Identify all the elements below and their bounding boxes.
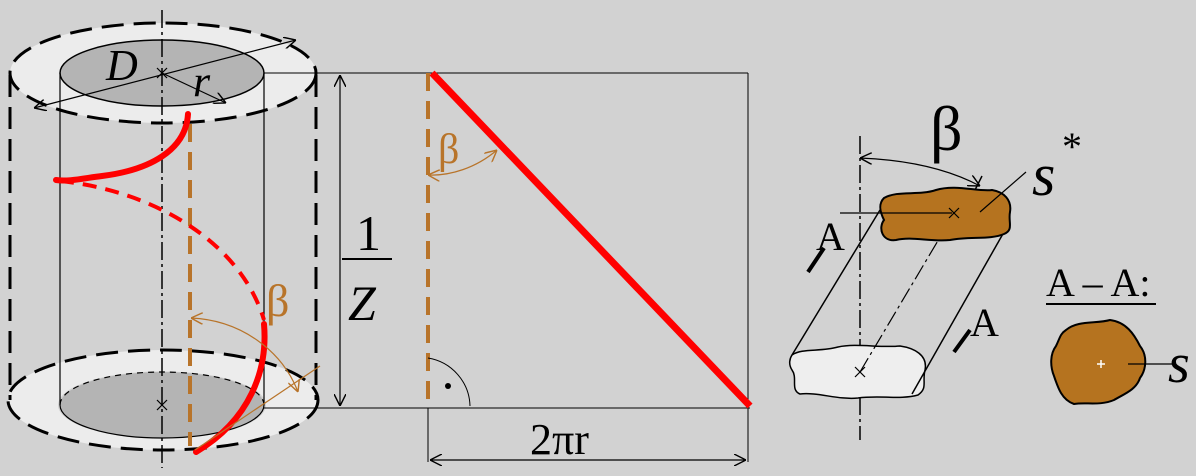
label-D: D <box>105 41 138 90</box>
section-view: A – A: s <box>1046 260 1190 406</box>
helix-back <box>59 179 266 321</box>
inclined-element: β s * A A <box>788 93 1082 440</box>
fraction-numerator: 1 <box>356 205 381 261</box>
s-star-leader <box>979 171 1027 213</box>
right-angle-dot <box>445 383 451 389</box>
label-A-upper: A <box>816 214 845 259</box>
pitch-dimension: 1 Z <box>264 72 432 409</box>
label-A-lower: A <box>970 300 999 345</box>
label-2pi-r: 2πr <box>530 415 589 464</box>
bottom-disk-front-edge <box>59 404 265 439</box>
bottom-axis-cross-2 <box>156 399 168 411</box>
cylinder: D r β <box>6 10 321 468</box>
section-title: A – A: <box>1046 260 1150 305</box>
label-s-star: s <box>1032 142 1055 208</box>
top-section-s-star <box>879 186 1012 242</box>
beta-arc-flat <box>428 150 497 175</box>
right-angle-arc <box>427 357 471 407</box>
fraction-denominator: Z <box>348 275 377 331</box>
radius-line <box>161 72 226 103</box>
bottom-section-outline <box>788 344 927 400</box>
section-shape-s <box>1050 318 1147 406</box>
helix-front-upper <box>53 111 191 184</box>
section-tick-lower <box>952 328 972 354</box>
top-cross-2 <box>948 207 960 219</box>
bottom-outer-ellipse <box>6 348 320 452</box>
unrolled-helix-line <box>429 70 753 409</box>
bottom-cross-2 <box>854 366 866 378</box>
beta-arc-cylinder <box>191 318 298 392</box>
label-s: s <box>1168 333 1190 395</box>
prism-edge-left <box>791 209 881 356</box>
label-star: * <box>1062 124 1082 169</box>
beta-arc-prism <box>860 158 980 186</box>
prism-edge-right <box>911 231 1005 395</box>
label-beta-cylinder: β <box>266 275 289 326</box>
unrolled-helix: β 2πr <box>426 70 753 464</box>
label-r: r <box>193 57 211 106</box>
label-beta-prism: β <box>930 93 963 164</box>
section-tick-upper <box>806 246 826 274</box>
label-beta-flat: β <box>438 127 459 173</box>
